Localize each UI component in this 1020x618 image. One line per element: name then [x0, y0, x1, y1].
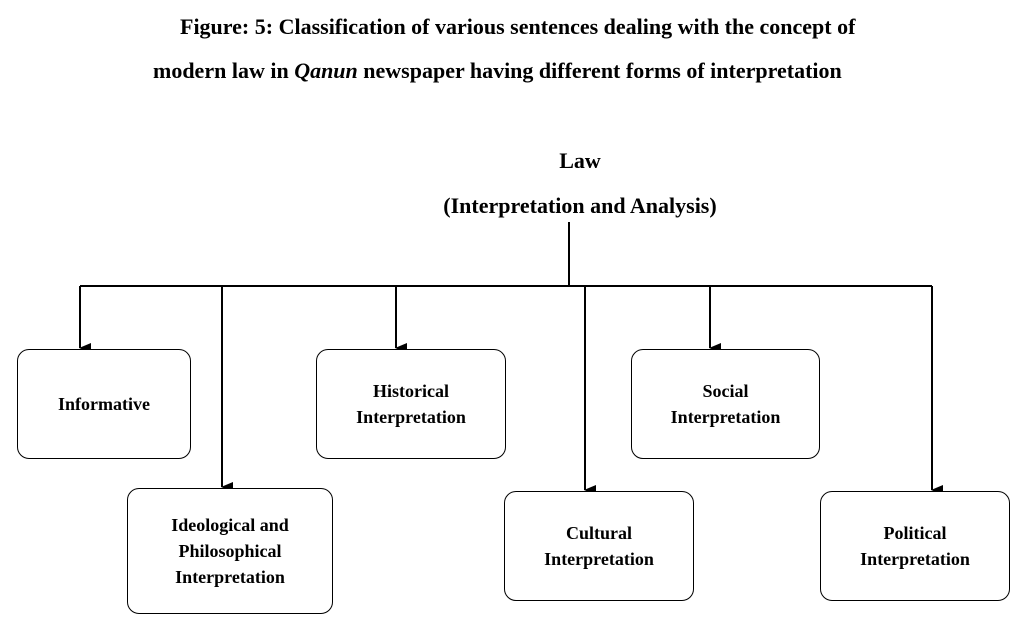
root-node-subtitle: (Interpretation and Analysis)	[443, 193, 717, 218]
node-informative: Informative	[17, 349, 191, 459]
node-cultural-label-2: Interpretation	[544, 549, 654, 569]
caption-line-1: Figure: 5: Classification of various sen…	[180, 14, 856, 39]
caption-newspaper-name: Qanun	[294, 58, 358, 83]
node-historical-interpretation: Historical Interpretation	[316, 349, 506, 459]
caption-line-2-start: modern law in	[153, 58, 295, 83]
node-political-label-2: Interpretation	[860, 549, 970, 569]
node-ideological-label-1: Ideological and	[171, 514, 289, 535]
node-social-interpretation: Social Interpretation	[631, 349, 820, 459]
node-historical-label-1: Historical	[373, 380, 449, 401]
node-political-label-1: Political	[883, 522, 947, 543]
node-informative-label: Informative	[58, 393, 150, 414]
node-social-label-1: Social	[702, 380, 749, 401]
caption-line-2-end: newspaper having different forms of inte…	[357, 58, 842, 83]
root-node-title: Law	[559, 148, 601, 173]
node-social-label-2: Interpretation	[670, 407, 781, 427]
node-ideological-label-2: Philosophical	[178, 540, 282, 561]
node-cultural-interpretation: Cultural Interpretation	[504, 491, 694, 601]
node-cultural-label-1: Cultural	[565, 522, 632, 543]
node-ideological-philosophical-interpretation: Ideological and Philosophical Interpreta…	[127, 488, 333, 614]
node-ideological-label-3: Interpretation	[175, 567, 285, 588]
node-historical-label-2: Interpretation	[356, 407, 466, 427]
node-political-interpretation: Political Interpretation	[820, 491, 1010, 601]
caption-line-2: modern law in Qanun newspaper having dif…	[153, 58, 842, 84]
